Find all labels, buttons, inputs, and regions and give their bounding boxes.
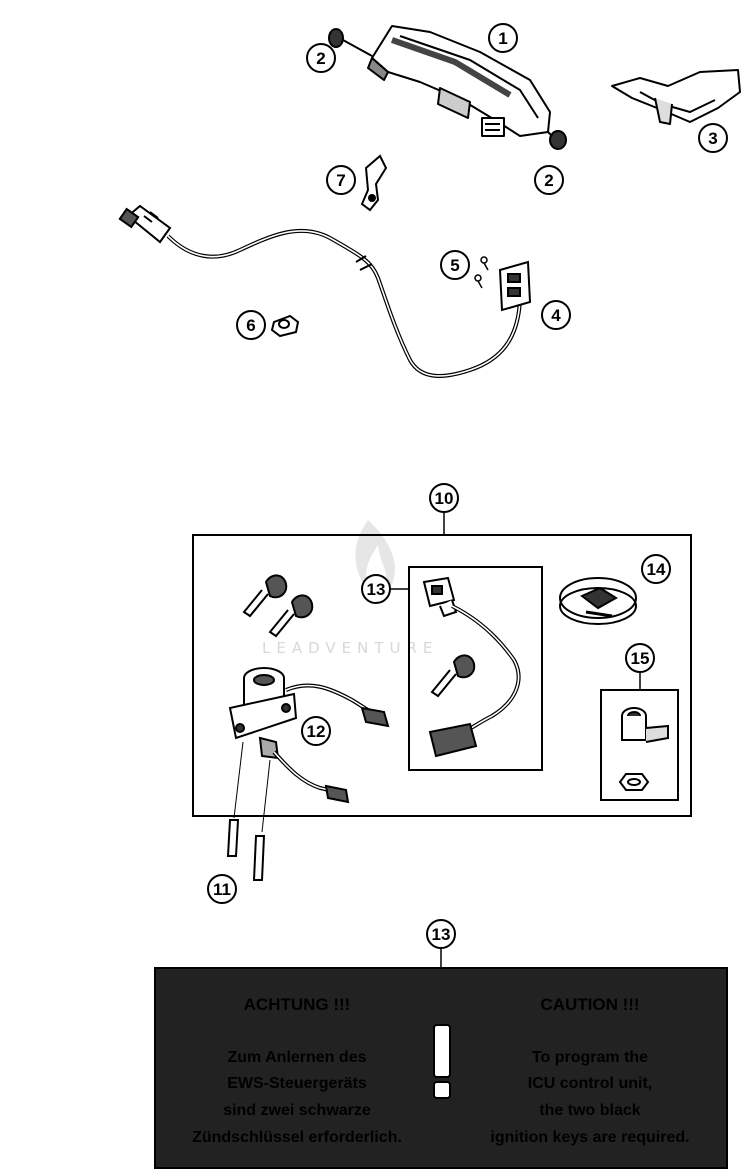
notice-line-en: the two black <box>539 1102 640 1119</box>
callout-number: 15 <box>631 649 650 668</box>
bracket-part <box>360 154 388 212</box>
callout-number: 11 <box>213 880 231 899</box>
notice-line-en: ICU control unit, <box>528 1075 652 1092</box>
notice-line-de: Zündschlüssel erforderlich. <box>192 1129 402 1146</box>
callout-number: 2 <box>544 171 553 190</box>
callout-4: 4 <box>541 300 571 330</box>
mounting-bolt-part <box>226 741 271 881</box>
callout-number: 4 <box>551 306 561 325</box>
callout-number: 2 <box>316 49 325 68</box>
callout-number: 1 <box>498 29 507 48</box>
notice-heading-en: CAUTION !!! <box>540 995 639 1014</box>
cable-clip-part <box>270 314 300 338</box>
exclamation-icon <box>433 1024 451 1099</box>
callout-13: 13 <box>426 919 456 949</box>
hex-nut-part <box>618 773 650 791</box>
sensor-part <box>498 260 532 312</box>
cluster-cover-part <box>611 69 741 125</box>
icu-connector-part <box>422 576 521 758</box>
notice-line-de: Zum Anlernen des <box>228 1049 367 1066</box>
callout-number: 6 <box>246 316 255 335</box>
lock-cylinder-part <box>621 707 669 743</box>
callout-number: 14 <box>647 560 666 579</box>
callout-15: 15 <box>625 643 655 673</box>
ignition-key-part <box>242 574 314 638</box>
notice-english: CAUTION !!! To program the ICU control u… <box>490 995 689 1146</box>
callout-number: 13 <box>367 580 386 599</box>
notice-line-de: sind zwei schwarze <box>223 1102 371 1119</box>
instrument-cluster-part <box>367 25 551 137</box>
notice-line-en: ignition keys are required. <box>490 1129 689 1146</box>
notice-line-en: To program the <box>532 1049 648 1066</box>
callout-number: 5 <box>450 256 459 275</box>
caution-sign <box>154 967 728 1169</box>
rubber-mount-part <box>328 28 567 150</box>
fuel-cap-part <box>559 577 637 625</box>
callout-number: 10 <box>435 489 454 508</box>
control-unit-kit-box <box>408 566 543 771</box>
notice-german: ACHTUNG !!! Zum Anlernen des EWS-Steuerg… <box>192 995 402 1146</box>
callout-10: 10 <box>429 483 459 513</box>
watermark: LEADVENTURE <box>262 520 438 657</box>
callout-14: 14 <box>641 554 671 584</box>
callout-7: 7 <box>326 165 356 195</box>
harness-connector-part <box>118 204 172 244</box>
lock-connector-part <box>324 706 390 804</box>
wiring-harness-part <box>166 228 522 378</box>
callout-6: 6 <box>236 310 266 340</box>
notice-heading-de: ACHTUNG !!! <box>244 995 351 1014</box>
callout-3: 3 <box>698 123 728 153</box>
black-key-part <box>430 654 476 698</box>
callout-number: 13 <box>432 925 451 944</box>
callout-12: 12 <box>301 716 331 746</box>
callout-13: 13 <box>361 574 391 604</box>
ignition-lock-part <box>228 667 298 760</box>
callout-number: 7 <box>336 171 345 190</box>
callout-1: 1 <box>488 23 518 53</box>
watermark-text: LEADVENTURE <box>262 639 438 657</box>
callout-number: 3 <box>708 129 717 148</box>
callout-2: 2 <box>306 43 336 73</box>
callout-2: 2 <box>534 165 564 195</box>
ignition-lock-kit-box <box>192 534 692 817</box>
screw-part <box>474 256 489 289</box>
callout-5: 5 <box>440 250 470 280</box>
callout-11: 11 <box>207 874 237 904</box>
notice-line-de: EWS-Steuergeräts <box>227 1075 367 1092</box>
callout-number: 12 <box>307 722 326 741</box>
